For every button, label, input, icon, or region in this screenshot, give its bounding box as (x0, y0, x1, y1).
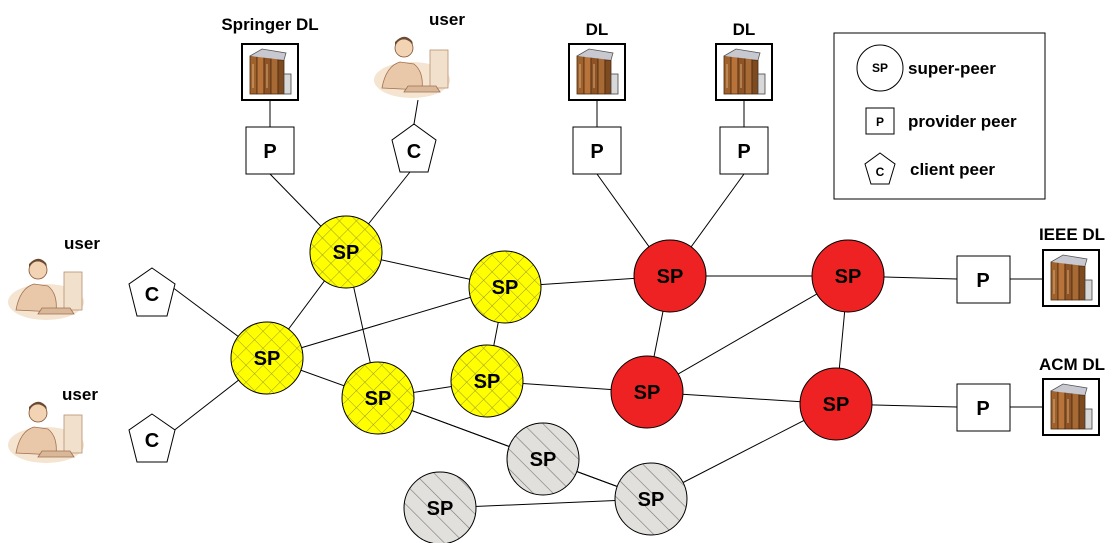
svg-text:C: C (407, 141, 421, 163)
super-peer-yellow-5: SP (341, 361, 415, 435)
dl-left-label: DL (586, 20, 609, 39)
svg-text:SP: SP (474, 371, 501, 393)
svg-text:SP: SP (823, 394, 850, 416)
svg-text:P: P (876, 115, 884, 129)
client-peer-left2: C (128, 413, 176, 463)
svg-text:SP: SP (657, 266, 684, 288)
dl-left-library-icon (568, 43, 626, 101)
user-left1-label: user (64, 234, 100, 253)
svg-text:C: C (876, 165, 885, 179)
svg-text:SP: SP (427, 498, 454, 520)
svg-text:C: C (145, 430, 159, 452)
super-peer-yellow-1: SP (309, 215, 383, 289)
user-left2-icon (7, 401, 85, 464)
legend-client-label: client peer (910, 160, 995, 179)
super-peer-gray-1: SP (506, 422, 580, 496)
svg-text:P: P (263, 141, 276, 163)
acm-library-icon (1042, 378, 1100, 436)
svg-text:P: P (976, 270, 989, 292)
svg-text:SP: SP (254, 348, 281, 370)
svg-text:SP: SP (638, 489, 665, 511)
provider-peer-ieee: P (956, 255, 1011, 304)
user-left1-icon (7, 258, 85, 321)
legend-super-peer-label: super-peer (908, 59, 996, 78)
user-left2-label: user (62, 385, 98, 404)
svg-text:SP: SP (530, 449, 557, 471)
legend-provider-peer: P provider peer (865, 107, 1017, 135)
svg-text:P: P (590, 141, 603, 163)
svg-text:SP: SP (634, 382, 661, 404)
client-peer-left1: C (128, 267, 176, 317)
svg-text:C: C (145, 284, 159, 306)
super-peer-red-1: SP (633, 239, 707, 313)
dl-right-label: DL (733, 20, 756, 39)
svg-text:P: P (737, 141, 750, 163)
legend-provider-label: provider peer (908, 112, 1017, 131)
legend-client-peer: C client peer (864, 152, 995, 185)
legend-client-symbol (864, 152, 896, 185)
svg-text:SP: SP (365, 388, 392, 410)
super-peer-red-2: SP (811, 239, 885, 313)
super-peer-red-3: SP (610, 355, 684, 429)
provider-peer-acm: P (956, 383, 1011, 432)
springer-dl-label: Springer DL (221, 15, 318, 34)
svg-text:SP: SP (835, 266, 862, 288)
svg-text:P: P (976, 398, 989, 420)
client-peer-top: C (391, 123, 437, 173)
svg-text:SP: SP (872, 61, 888, 75)
super-peer-yellow-2: SP (468, 250, 542, 324)
springer-library-icon (241, 43, 299, 101)
user-top-icon (373, 36, 451, 99)
super-peer-red-4: SP (799, 367, 873, 441)
user-top-label: user (429, 10, 465, 29)
ieee-library-icon (1042, 249, 1100, 307)
acm-dl-label: ACM DL (1039, 355, 1105, 374)
legend: SP super-peer P provider peer C client p… (833, 32, 1046, 200)
svg-text:SP: SP (492, 277, 519, 299)
ieee-dl-label: IEEE DL (1039, 225, 1105, 244)
super-peer-yellow-3: SP (230, 321, 304, 395)
legend-super-peer: SP super-peer (856, 44, 996, 92)
super-peer-yellow-4: SP (450, 344, 524, 418)
super-peer-gray-2: SP (403, 471, 477, 543)
provider-peer-springer: P (245, 126, 295, 175)
legend-provider-symbol (865, 107, 895, 135)
legend-super-peer-symbol (856, 44, 904, 92)
provider-peer-dl-left: P (572, 126, 622, 175)
dl-right-library-icon (715, 43, 773, 101)
provider-peer-dl-right: P (719, 126, 769, 175)
super-peer-gray-3: SP (614, 462, 688, 536)
svg-text:SP: SP (333, 242, 360, 264)
